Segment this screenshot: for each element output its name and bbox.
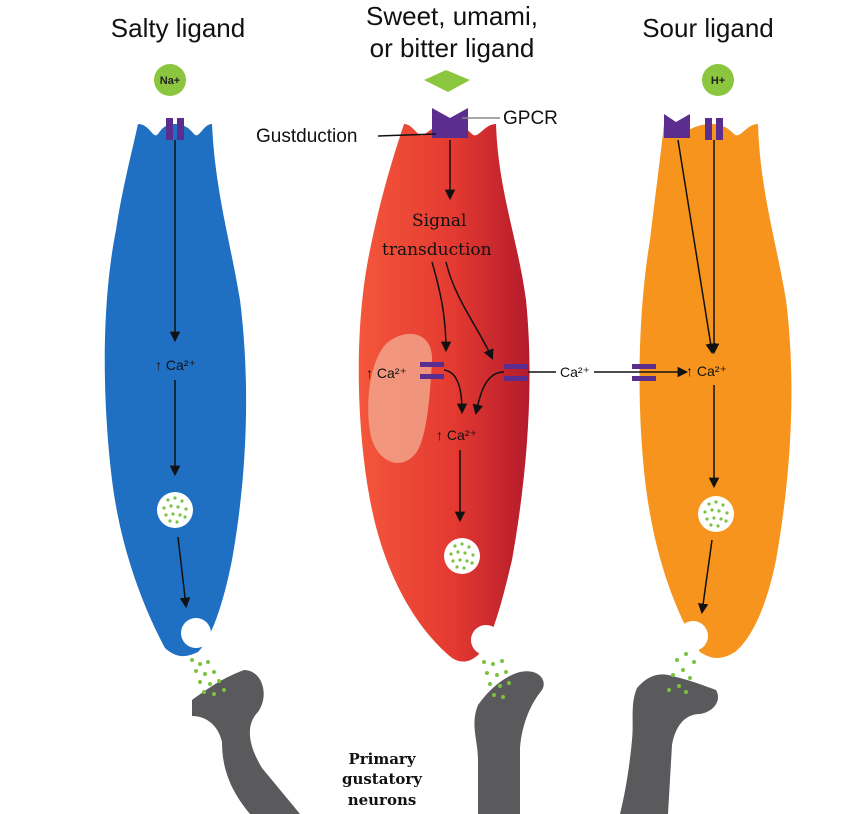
sweet-cell-body — [358, 124, 530, 662]
sour-calcium-channel — [632, 364, 656, 369]
signal-transduction-line1: Signal — [412, 211, 467, 231]
sweet-ligand-title-line2: or bitter ligand — [370, 33, 535, 63]
membrane-calcium-channel — [504, 364, 528, 369]
salty-ligand-title: Salty ligand — [111, 13, 245, 43]
sweet-vesicle — [444, 538, 480, 574]
salty-ca-rise-label: ↑ Ca²⁺ — [155, 357, 196, 373]
neurons-label-line3: neurons — [348, 791, 417, 809]
hydrogen-ion-ball: H+ — [702, 64, 734, 96]
sour-ligand-title: Sour ligand — [642, 13, 774, 43]
svg-text:Na+: Na+ — [160, 75, 181, 87]
signal-transduction-line2: transduction — [382, 240, 492, 260]
sodium-ion-ball: Na+ — [154, 64, 186, 96]
sodium-channel-left — [166, 118, 173, 140]
salty-vesicle — [157, 492, 193, 528]
gpcr-label: GPCR — [503, 108, 558, 129]
svg-text:H+: H+ — [711, 75, 725, 87]
nucleus — [368, 333, 433, 463]
ca-ion-label: Ca²⁺ — [560, 364, 590, 380]
neuron-middle — [474, 671, 544, 814]
gustduction-label: Gustduction — [256, 126, 357, 147]
sweet-ligand-title-line1: Sweet, umami, — [366, 1, 538, 31]
salty-taste-cell: ↑ Ca²⁺ — [104, 118, 247, 696]
sour-receptor — [664, 114, 690, 138]
salty-release-pore — [181, 618, 211, 648]
neurons-label-line1: Primary — [348, 750, 416, 768]
sour-ca-rise-label: ↑ Ca²⁺ — [686, 363, 727, 379]
proton-channel-left — [705, 118, 712, 140]
sweet-release-pore — [471, 625, 501, 655]
sour-release-pore — [678, 621, 708, 651]
primary-gustatory-neurons — [192, 670, 719, 814]
sweet-ca-rise-label: ↑ Ca²⁺ — [436, 427, 477, 443]
neurons-label-line2: gustatory — [342, 770, 423, 788]
sweet-neurotransmitter-dots — [482, 659, 511, 699]
sour-cell-body — [639, 124, 792, 658]
sodium-channel-right — [177, 118, 184, 140]
sour-neurotransmitter-dots — [667, 652, 696, 694]
sweet-ligand-diamond — [424, 70, 470, 92]
gpcr-receptor — [432, 108, 468, 138]
sweet-er-ca-rise-label: ↑ Ca²⁺ — [366, 365, 407, 381]
sour-vesicle — [698, 496, 734, 532]
salty-neurotransmitter-dots — [190, 658, 226, 696]
sweet-umami-bitter-taste-cell: Signal transduction ↑ Ca²⁺ ↑ Ca²⁺ — [358, 70, 530, 699]
neuron-right — [620, 674, 719, 814]
proton-channel-right — [716, 118, 723, 140]
er-calcium-channel — [420, 362, 444, 367]
neuron-left — [192, 670, 300, 814]
sour-taste-cell: ↑ Ca²⁺ — [632, 114, 792, 694]
